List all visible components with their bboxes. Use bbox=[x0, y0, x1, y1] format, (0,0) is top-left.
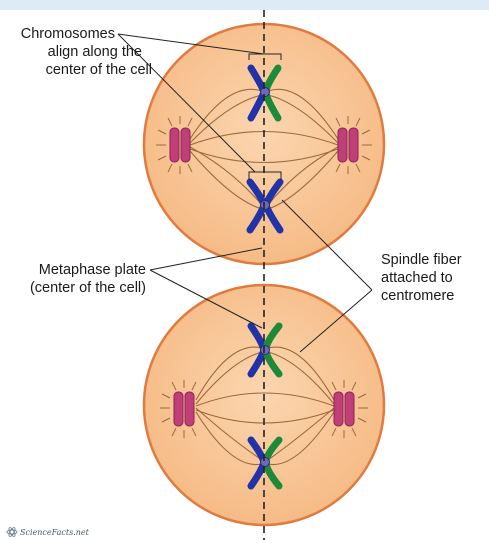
label-spindle-line-1: Spindle fiber bbox=[381, 252, 462, 268]
label-spindle-fiber: Spindle fiber attached to centromere bbox=[381, 252, 462, 304]
label-metaphase-plate: Metaphase plate (center of the cell) bbox=[30, 262, 146, 296]
label-spindle-line-2: attached to bbox=[381, 270, 453, 286]
label-chromosomes-line-1: Chromosomes bbox=[21, 26, 115, 42]
label-chromosomes-line-2: align along the bbox=[48, 44, 142, 60]
label-metaphase-line-2: (center of the cell) bbox=[30, 280, 146, 296]
logo-text: ScienceFacts.net bbox=[20, 528, 90, 537]
top-band bbox=[0, 0, 489, 10]
label-metaphase-line-1: Metaphase plate bbox=[39, 262, 146, 278]
label-chromosomes-align: Chromosomes align along the center of th… bbox=[21, 26, 152, 78]
label-spindle-line-3: centromere bbox=[381, 288, 454, 304]
label-chromosomes-line-3: center of the cell bbox=[46, 62, 152, 78]
bottom-cell bbox=[144, 285, 384, 525]
sciencefacts-logo: ScienceFacts.net bbox=[7, 527, 90, 538]
logo-icon bbox=[7, 527, 17, 538]
